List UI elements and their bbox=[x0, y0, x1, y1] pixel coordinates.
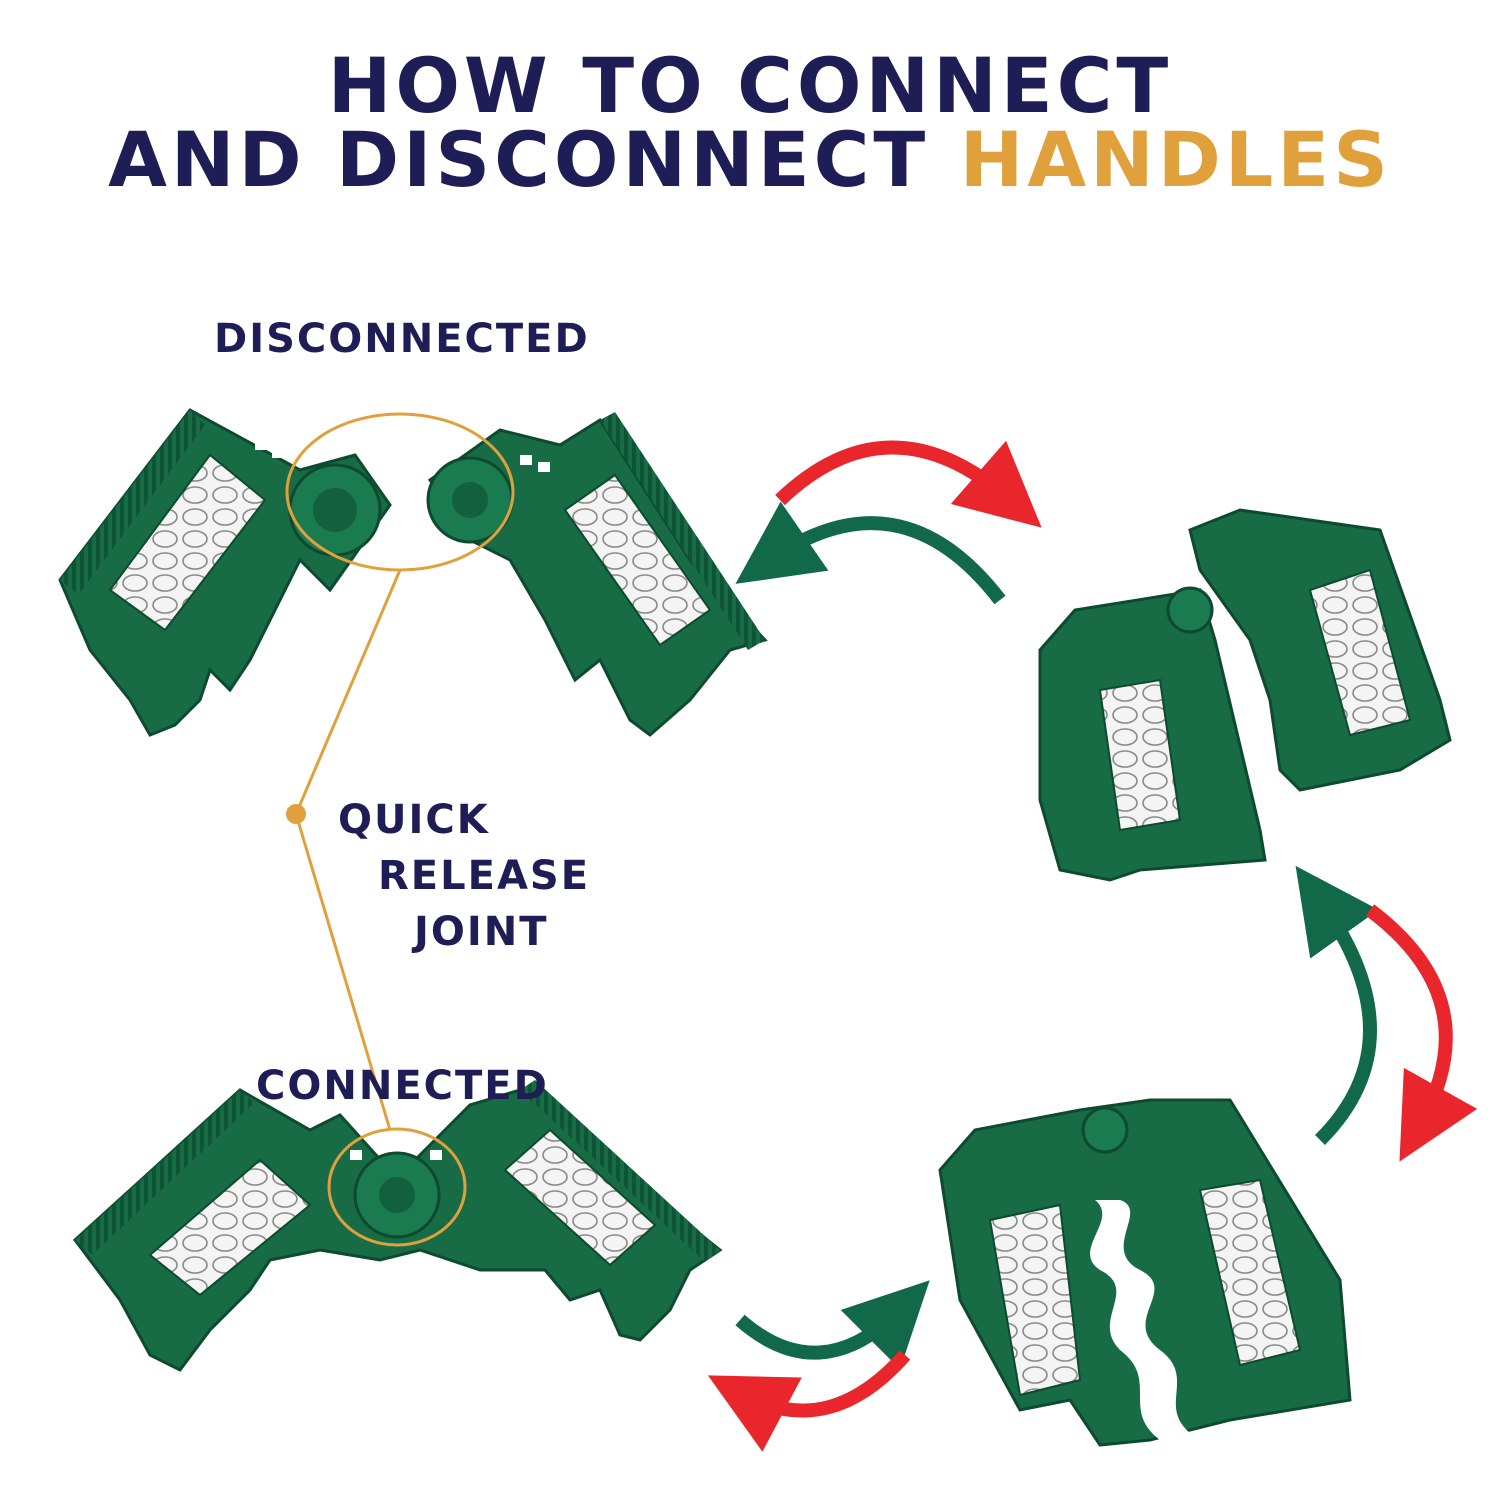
arrow-green-right bbox=[1295, 865, 1379, 1145]
arrow-red-right bbox=[1365, 904, 1478, 1162]
arrow-red-top bbox=[775, 440, 1042, 528]
page-title-line-2: AND DISCONNECT HANDLES bbox=[0, 122, 1500, 198]
arrow-green-bottom bbox=[735, 1280, 930, 1370]
callout-line bbox=[294, 569, 402, 1131]
joint-label-line-2: RELEASE bbox=[378, 853, 591, 899]
arrow-green-top bbox=[735, 501, 1006, 605]
joint-label-line-1: QUICK bbox=[338, 797, 490, 843]
arrow-red-bottom bbox=[707, 1350, 911, 1452]
handle-disconnected-left bbox=[58, 408, 392, 737]
handle-connected bbox=[72, 1080, 723, 1372]
title-main-text: AND DISCONNECT bbox=[108, 115, 930, 204]
handle-gripper-closed bbox=[938, 1098, 1352, 1447]
handle-pair-side-by-side bbox=[1038, 508, 1452, 882]
page-title-line-1: HOW TO CONNECT bbox=[327, 41, 1173, 130]
title-accent-text: HANDLES bbox=[959, 115, 1392, 204]
connected-joint-highlight bbox=[327, 1127, 467, 1247]
callout-dot bbox=[286, 804, 306, 824]
handle-disconnected-right bbox=[426, 412, 768, 737]
joint-label-line-3: JOINT bbox=[414, 909, 549, 955]
connected-label: CONNECTED bbox=[256, 1063, 549, 1109]
disconnected-label: DISCONNECTED bbox=[214, 316, 590, 362]
